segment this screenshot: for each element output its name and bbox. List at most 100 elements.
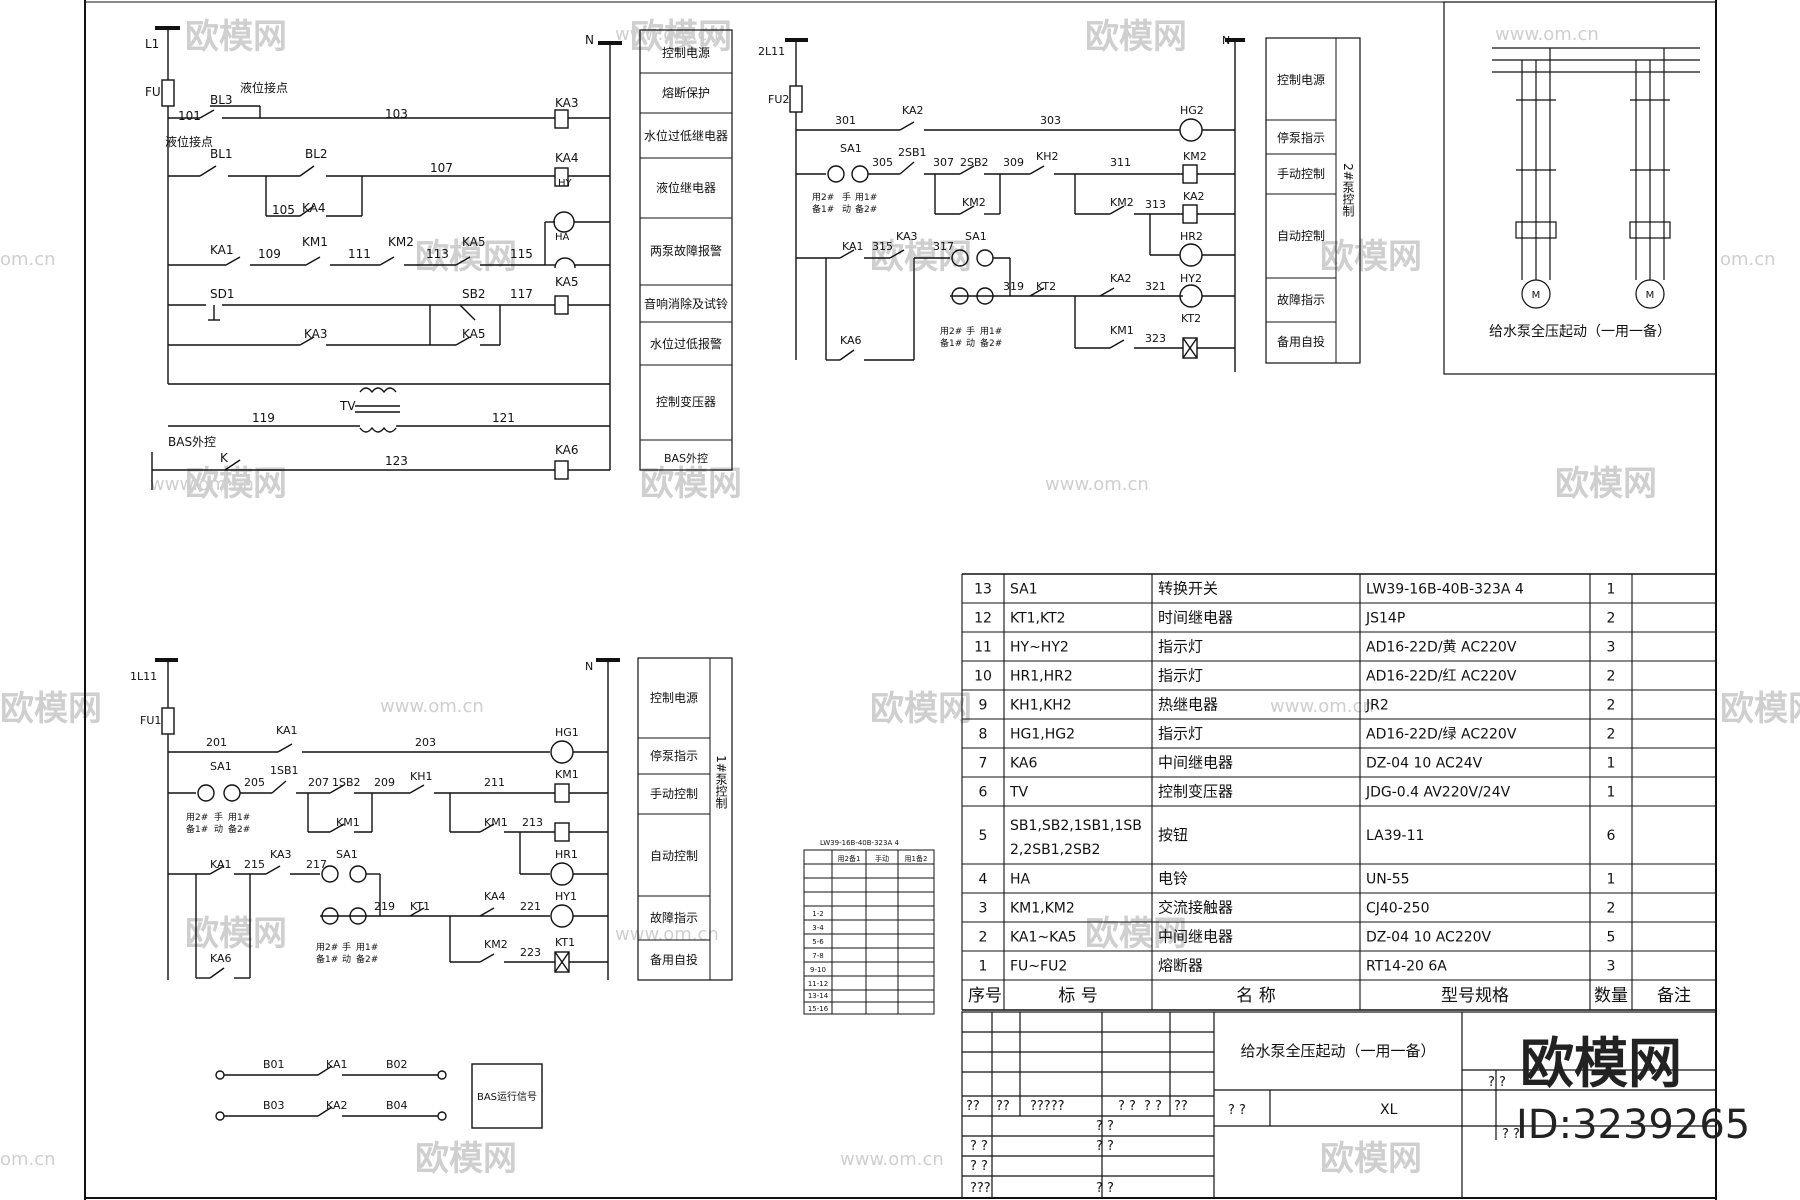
contact-KA4: KA4 [302,201,326,215]
position-label: 备2# [356,953,378,965]
wire-115: 115 [510,247,533,261]
bom-row-tag: SB1,SB2,1SB1,1SB [1010,818,1142,834]
label-N: N [585,660,593,673]
bom-row-number: 2 [979,930,988,946]
coil-KM2: KM2 [1183,150,1207,163]
bom-row-name: 按钮 [1158,826,1188,844]
bas-signal-labels: B01 B02 B03 B04 KA1 KA2 BAS运行信号 [263,1058,537,1112]
wire-311: 311 [1110,156,1131,169]
wire-319: 319 [1003,280,1024,293]
bom-row-model: DZ-04 10 AC24V [1366,756,1483,772]
position-label: 用1# [980,326,1002,337]
label-liquid-contact: 液位接点 [165,134,213,149]
bom-row-number: 1 [979,959,988,975]
switch-col: 手动 [875,854,889,863]
timer-KT1: KT1 [410,900,430,913]
switch-row: 9-10 [810,966,826,974]
bom-row-qty: 1 [1607,872,1616,888]
bas-run-signal-box: BAS运行信号 [477,1090,537,1103]
function-label: 停泵指示 [1277,130,1325,145]
contact-KM2: KM2 [388,235,414,249]
function-label: 控制电源 [1277,73,1325,87]
function-label: 停泵指示 [650,748,698,763]
contact-KA5: KA5 [462,235,486,249]
contact-KM1: KM1 [302,235,328,249]
coil-KA3: KA3 [555,96,579,110]
wire-213: 213 [522,816,543,829]
title-block [961,1011,1717,1199]
function-label: 音响消除及试铃 [644,296,728,311]
function-label: BAS外控 [664,451,708,465]
position-label: 用1# [228,812,250,823]
contact-KA1: KA1 [210,243,234,257]
watermark-site: om.cn [1720,249,1776,270]
bom-row-model: LW39-16B-40B-323A 4 [1366,582,1524,598]
watermark-site: www.om.cn [615,24,719,45]
contact-KA2: KA2 [902,104,924,117]
wire-307: 307 [933,156,954,169]
drawing-frame [84,0,1717,1200]
wire-321: 321 [1145,280,1166,293]
bom-row-tag: TV [1009,785,1029,801]
wire-209: 209 [374,776,395,789]
wire-203: 203 [415,736,436,749]
switch-row: 11-12 [808,980,828,988]
switch-col: 用1备2 [905,854,928,863]
position-label: 用2# [940,326,962,337]
bom-row-number: 9 [979,698,988,714]
wire-211: 211 [484,776,505,789]
function-label: 故障指示 [650,910,698,925]
position-label: 用1# [855,192,877,203]
wire-207: 207 [308,776,329,789]
contact-KA6: KA6 [210,952,232,965]
circuit-top-left-labels: L1 N FU 液位接点 液位接点 BL3 BL1 BL2 101 103 10… [145,33,594,468]
bom-row-qty: 2 [1607,611,1616,627]
bom-header-qty: 数量 [1594,986,1628,1006]
title-cell: ? ? [1228,1103,1246,1118]
watermark-brand: 欧模网 [185,914,287,954]
watermark-site: www.om.cn [380,696,484,717]
contact-KM2: KM2 [484,938,508,951]
bom-row-tag: KA1~KA5 [1010,930,1077,946]
motor-panel-labels: M M 给水泵全压起动（一用一备） [1489,290,1671,340]
brand-id-text: ID:3239265 [1516,1102,1750,1148]
switch-table-labels: LW39-16B-40B-323A 4 用2备1 手动 用1备2 1-2 3-4… [808,839,928,1013]
wire-301: 301 [835,114,856,127]
title-cell: ??? [970,1181,991,1196]
bom-row-model: CJ40-250 [1366,901,1430,917]
brand-watermark: 欧模网 ID:3239265 [1516,1032,1750,1148]
contact-KA5: KA5 [462,327,486,341]
motor-panel [1443,1,1717,375]
brand-logo-text: 欧模网 [1520,1032,1682,1095]
switch-SA1: SA1 [840,142,862,155]
pump-2-control-label: 2#泵控制 [1341,163,1355,217]
switch-row: 1-2 [812,910,823,918]
switch-row: 15-16 [808,1005,829,1013]
label-BL1: BL1 [210,147,233,161]
contact-KA3: KA3 [304,327,328,341]
bom-row-tag: HY~HY2 [1010,640,1069,656]
button-1SB2: 1SB2 [332,776,361,789]
position-label: 备2# [980,337,1002,349]
function-label: 控制电源 [650,691,698,705]
bom-row-name: 时间继电器 [1158,609,1233,627]
coil-KA6: KA6 [555,443,579,457]
watermark-brand: 欧模网 [415,237,517,277]
function-label: 备用自投 [650,952,698,967]
wire-215: 215 [244,858,265,871]
position-label: 备1# [812,203,834,215]
lamp-HG1: HG1 [555,726,579,739]
wire-109: 109 [258,247,281,261]
label-K: K [220,451,229,465]
position-label: 动 [214,824,223,835]
bom-row-qty: 5 [1607,930,1616,946]
bom-row-qty: 1 [1607,785,1616,801]
bom-row-name: 控制变压器 [1158,783,1233,801]
bom-row-model: JR2 [1365,698,1389,714]
wire-305: 305 [872,156,893,169]
watermark-brand: 欧模网 [1085,914,1187,954]
title-cell: ? ? [1488,1075,1506,1090]
position-label: 动 [342,954,351,965]
wire-309: 309 [1003,156,1024,169]
